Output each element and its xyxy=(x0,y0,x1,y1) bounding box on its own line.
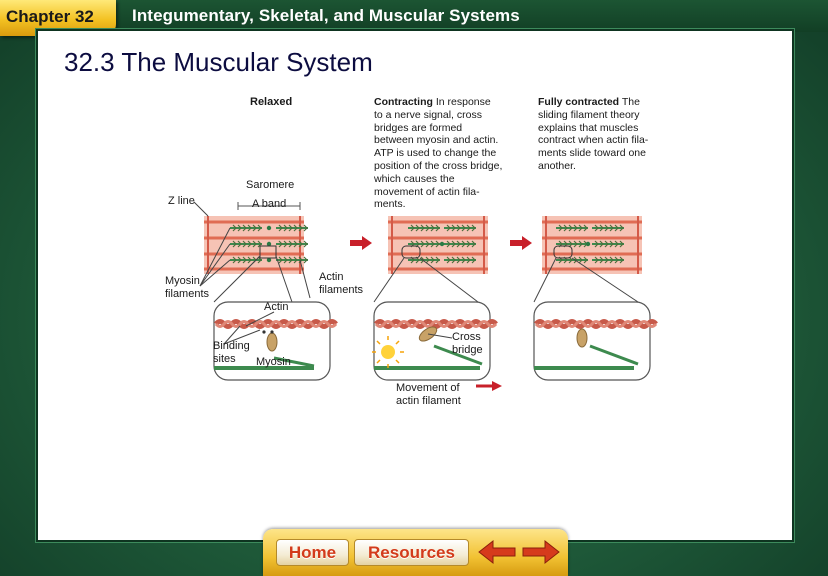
myosin-filaments-label: Myosin filaments xyxy=(165,275,210,300)
right-arrow-icon[interactable] xyxy=(521,538,561,566)
relaxed-title: Relaxed xyxy=(250,96,293,108)
sarcomere-label: Saromere xyxy=(246,179,295,191)
fully-contracted-caption: Fully contracted The sliding filament th… xyxy=(538,96,649,172)
nav-bar: Home Resources xyxy=(263,529,568,576)
left-arrow-icon[interactable] xyxy=(477,538,517,566)
home-button[interactable]: Home xyxy=(276,539,349,566)
actin-label: Actin xyxy=(264,301,289,313)
z-line-label: Z line xyxy=(168,195,195,207)
movement-label: Movement of actin filament xyxy=(396,382,461,407)
section-title: Integumentary, Skeletal, and Muscular Sy… xyxy=(132,6,520,25)
binding-sites-label: Binding sites xyxy=(213,340,250,365)
contracting-caption: Contracting In response to a nerve signa… xyxy=(374,96,503,211)
actin-filaments-label: Actin filaments xyxy=(319,271,364,296)
header-bar xyxy=(0,0,828,32)
muscle-contraction-figure: Relaxed Contracting In response to a ner… xyxy=(160,90,666,412)
myosin-label: Myosin xyxy=(256,356,291,368)
resources-button[interactable]: Resources xyxy=(354,539,469,566)
cross-bridge-label: Cross bridge xyxy=(452,331,483,356)
a-band-label: A band xyxy=(252,198,287,210)
sarcomere-illustration xyxy=(193,201,666,391)
slide-heading: 32.3 The Muscular System xyxy=(64,47,373,77)
